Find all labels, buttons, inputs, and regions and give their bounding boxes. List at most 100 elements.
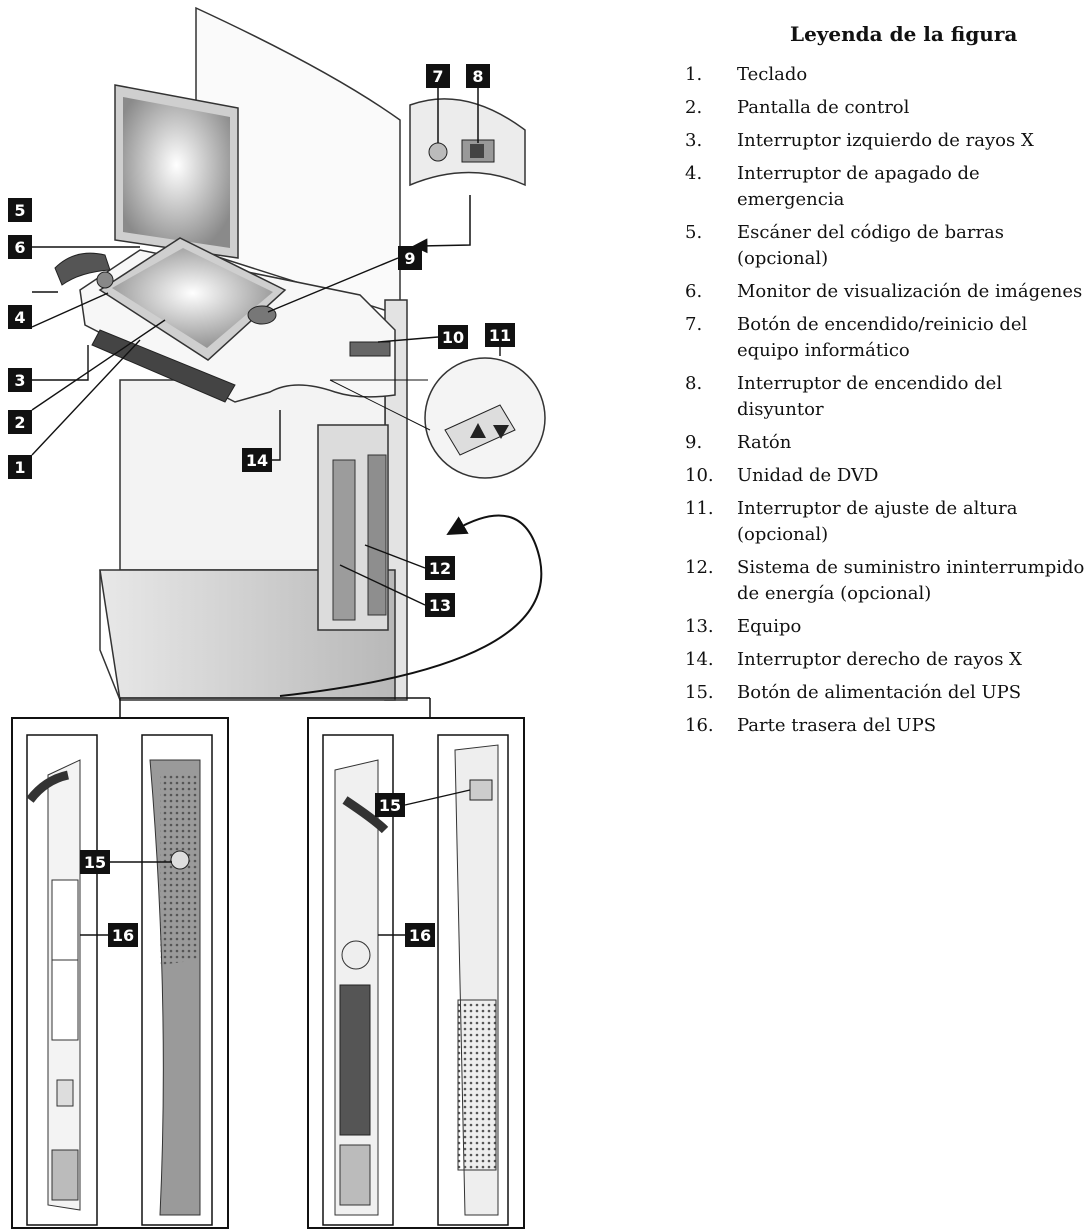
svg-text:10: 10 [442, 328, 464, 347]
legend-item-3: 3.Interruptor izquierdo de rayos X [685, 128, 1091, 154]
legend-text: Interruptor de apagado de emergencia [737, 163, 980, 210]
legend-item-7: 7. Botón de encendido/reinicio del equipo… [685, 312, 1091, 364]
ups-inset-right [307, 717, 525, 1229]
legend-text: Escáner del código de barras (opcional) [737, 222, 1005, 269]
svg-text:15: 15 [379, 796, 401, 815]
callout-11: 11 [485, 323, 515, 347]
legend-number: 9. [685, 432, 703, 453]
callout-10: 10 [438, 325, 468, 349]
callout-5: 5 [8, 198, 32, 222]
svg-text:16: 16 [409, 926, 431, 945]
legend-text: Botón de encendido/reinicio del equipo i… [737, 314, 1028, 361]
legend-number: 8. [685, 373, 703, 394]
radiation-shield [195, 6, 401, 317]
svg-text:13: 13 [429, 596, 451, 615]
leader-lines [31, 246, 501, 606]
legend-title: Leyenda de la figura [790, 22, 1018, 46]
ups-inset-left [11, 717, 229, 1229]
svg-text:1: 1 [14, 458, 25, 477]
legend-text: Teclado [737, 64, 808, 85]
legend-text: Botón de alimentación del UPS [737, 682, 1022, 703]
legend-item-11: 11. Interruptor de ajuste de altura (opci… [685, 496, 1091, 548]
callout-15-right: 15 [375, 793, 405, 817]
svg-text:14: 14 [246, 451, 268, 470]
legend-text: Pantalla de control [737, 97, 910, 118]
callout-15-left: 15 [80, 850, 110, 874]
callout-16-right: 16 [405, 923, 435, 947]
legend-number: 6. [685, 281, 703, 302]
legend-number: 13. [685, 616, 714, 637]
keyboard-tray [91, 329, 236, 403]
legend-item-2: 2. Pantalla de control [685, 95, 1091, 121]
legend-number: 11. [685, 498, 714, 519]
legend-item-4: 4. Interruptor de apagado de emergencia [685, 161, 1091, 213]
svg-text:16: 16 [112, 926, 134, 945]
callout-3: 3 [8, 368, 32, 392]
ups-curved-arrow [279, 514, 543, 697]
legend-number: 15. [685, 682, 714, 703]
legend-text: Interruptor de ajuste de altura (opciona… [737, 498, 1018, 545]
legend-item-10: 10. Unidad de DVD [685, 463, 1091, 489]
svg-text:4: 4 [14, 308, 25, 327]
height-switch-inset [329, 357, 546, 479]
legend-text: Interruptor derecho de rayos X [737, 649, 1022, 670]
legend-number: 4. [685, 163, 703, 184]
legend-item-14: 14. Interruptor derecho de rayos X [685, 647, 1091, 673]
svg-text:2: 2 [14, 413, 25, 432]
legend-number: 16. [685, 715, 714, 736]
circuit-breaker-inset [409, 88, 526, 254]
svg-text:3: 3 [14, 371, 25, 390]
callout-12: 12 [425, 556, 455, 580]
legend-text: Ratón [737, 432, 792, 453]
callout-14: 14 [242, 448, 272, 472]
callout-2: 2 [8, 410, 32, 434]
legend-number: 7. [685, 314, 703, 335]
legend-number: 10. [685, 465, 714, 486]
legend-text: Monitor de visualización de imágenes [737, 281, 1083, 302]
callout-7: 7 [426, 64, 450, 88]
callout-1: 1 [8, 455, 32, 479]
legend-text: Interruptor de encendido del disyuntor [737, 373, 1003, 420]
svg-text:11: 11 [489, 326, 511, 345]
svg-text:8: 8 [472, 67, 483, 86]
emergency-off-button [96, 271, 114, 289]
svg-text:5: 5 [14, 201, 25, 220]
svg-text:9: 9 [404, 249, 415, 268]
callout-9: 9 [398, 246, 422, 270]
legend-number: 5. [685, 222, 703, 243]
legend-text: Sistema de suministro ininterrumpido de … [737, 557, 1085, 604]
legend-item-16: 16. Parte trasera del UPS [685, 713, 1091, 739]
callout-6: 6 [8, 235, 32, 259]
workstation-diagram: 1 2 3 4 5 6 7 8 9 10 11 12 13 14 15 16 1… [8, 6, 546, 1229]
control-display [98, 237, 287, 361]
legend-item-15: 15. Botón de alimentación del UPS [685, 680, 1091, 706]
svg-text:6: 6 [14, 238, 25, 257]
cabinet [99, 299, 408, 701]
legend-number: 12. [685, 557, 714, 578]
ups-inset-bracket [119, 697, 431, 718]
image-display-monitor [114, 84, 239, 259]
svg-text:12: 12 [429, 559, 451, 578]
legend-item-12: 12. Sistema de suministro ininterrumpido … [685, 555, 1091, 607]
legend-text: Equipo [737, 616, 802, 637]
legend-item-8: 8. Interruptor de encendido del disyuntor [685, 371, 1091, 423]
legend-number: 3. [685, 130, 703, 151]
legend-text: Parte trasera del UPS [737, 715, 937, 736]
dvd-drive [349, 341, 391, 357]
legend-number: 2. [685, 97, 703, 118]
legend-number: 1. [685, 64, 703, 85]
callout-4: 4 [8, 305, 32, 329]
mouse [247, 305, 277, 325]
legend-list: 1.Teclado 2.Pantalla de control 3.Interr… [685, 62, 1091, 746]
legend-item-13: 13. Equipo [685, 614, 1091, 640]
legend-item-9: 9. Ratón [685, 430, 1091, 456]
callout-13: 13 [425, 593, 455, 617]
barcode-scanner [54, 252, 111, 286]
svg-text:15: 15 [84, 853, 106, 872]
legend-number: 14. [685, 649, 714, 670]
legend-item-1: 1. Teclado [685, 62, 1091, 88]
legend-item-5: 5. Escáner del código de barras (opcional… [685, 220, 1091, 272]
legend-text: Unidad de DVD [737, 465, 879, 486]
svg-text:7: 7 [432, 67, 443, 86]
legend-item-6: 6. Monitor de visualización de imágenes [685, 279, 1091, 305]
